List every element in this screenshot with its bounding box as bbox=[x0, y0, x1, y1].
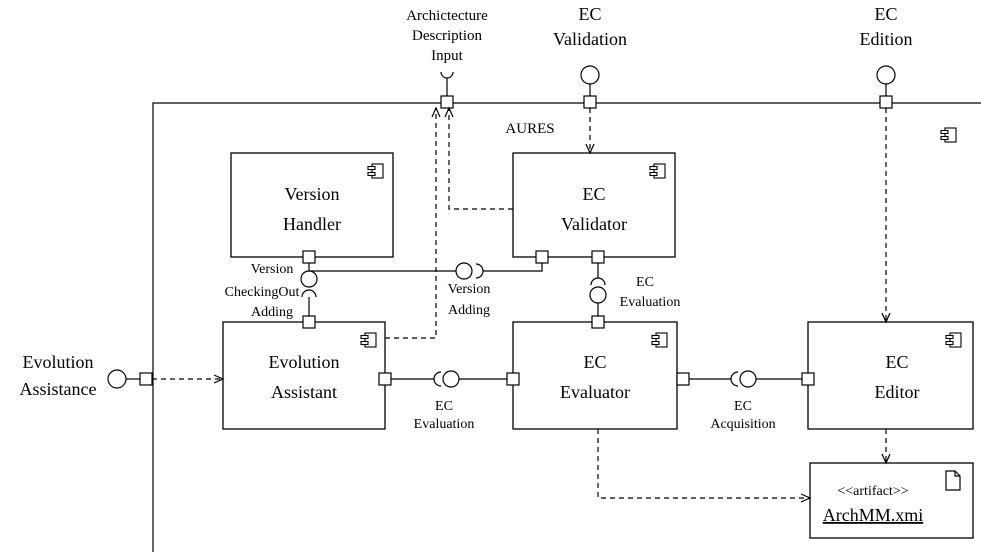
evolution-assistant-right-port[interactable] bbox=[378, 372, 392, 386]
version-adding-connector[interactable]: Version Adding bbox=[309, 262, 543, 318]
arch-input-port[interactable] bbox=[440, 95, 454, 109]
ec-validator-left-port[interactable] bbox=[535, 250, 549, 264]
evolution-assistant-name-line1: Evolution bbox=[269, 352, 340, 372]
evolution-assistance-label-line2: Assistance bbox=[20, 379, 97, 399]
evolution-assistant-name-line2: Assistant bbox=[271, 382, 337, 402]
ec-evaluation-top-label-line2: Evaluation bbox=[620, 295, 681, 310]
ec-editor-left-port[interactable] bbox=[801, 372, 815, 386]
version-handler-name-line1: Version bbox=[285, 184, 340, 204]
ec-validator-component[interactable]: EC Validator bbox=[512, 152, 676, 264]
ec-validation-ball bbox=[580, 65, 600, 85]
ec-validator-bottom-port[interactable] bbox=[591, 250, 605, 264]
version-checkingout-label-line1: Version bbox=[251, 262, 294, 277]
ec-evaluator-left-port[interactable] bbox=[506, 372, 520, 386]
ec-edition-label-line2: Edition bbox=[860, 29, 913, 49]
version-adding-label-line2: Adding bbox=[448, 303, 490, 318]
ec-editor-name-line2: Editor bbox=[875, 382, 920, 402]
artifact-name: ArchMM.xmi bbox=[823, 505, 924, 525]
ec-editor-name-line1: EC bbox=[885, 352, 908, 372]
arch-input-socket bbox=[440, 71, 454, 79]
ec-edition-label-line1: EC bbox=[874, 4, 897, 24]
system-name: AURES bbox=[505, 121, 554, 137]
artifact-stereotype: <<artifact>> bbox=[837, 484, 908, 499]
version-checkingout-label-line2: CheckingOut bbox=[225, 285, 300, 300]
evolution-assistant-top-port[interactable] bbox=[302, 315, 316, 329]
ec-evaluation-ball-top bbox=[589, 286, 607, 304]
ec-acquisition-socket bbox=[730, 371, 739, 387]
ec-evaluator-component[interactable]: EC Evaluator bbox=[506, 315, 690, 430]
ec-evaluation-bottom-label-line1: EC bbox=[435, 399, 453, 414]
version-checkingout-ball bbox=[300, 270, 318, 288]
delegation-evolution-assistance bbox=[152, 374, 225, 384]
ec-evaluation-socket-bottom bbox=[433, 371, 442, 387]
ec-evaluator-top-port[interactable] bbox=[591, 315, 605, 329]
evolution-assistant-box[interactable] bbox=[222, 321, 386, 430]
ec-evaluation-ball-bottom bbox=[442, 370, 460, 388]
version-checkingout-label-line3: Adding bbox=[251, 305, 293, 320]
ec-evaluator-name-line1: EC bbox=[583, 352, 606, 372]
ec-evaluation-top-label-line1: EC bbox=[636, 275, 654, 290]
ec-acquisition-label-line2: Acquisition bbox=[710, 417, 775, 432]
version-checkingout-socket bbox=[301, 289, 317, 298]
ec-acquisition-connector[interactable]: EC Acquisition bbox=[689, 370, 802, 432]
dependency-evaluator-to-artifact bbox=[597, 429, 812, 503]
arch-input-label-line1: Archictecture bbox=[406, 8, 488, 24]
version-adding-socket bbox=[475, 263, 484, 279]
ec-acquisition-ball bbox=[739, 370, 757, 388]
ec-evaluation-vertical-connector[interactable]: EC Evaluation bbox=[589, 263, 681, 316]
arch-input-label-line2: Description bbox=[412, 28, 482, 44]
delegation-assistant-to-arch-input bbox=[385, 106, 441, 339]
archmm-artifact[interactable]: <<artifact>> ArchMM.xmi bbox=[809, 462, 974, 539]
evolution-assistance-interface[interactable]: Evolution Assistance bbox=[20, 352, 153, 399]
ec-editor-component[interactable]: EC Editor bbox=[801, 321, 974, 430]
ec-edition-interface[interactable]: EC Edition bbox=[860, 4, 913, 109]
artifact-box[interactable] bbox=[809, 462, 974, 539]
ec-validator-name-line1: EC bbox=[582, 184, 605, 204]
version-adding-ball bbox=[455, 262, 473, 280]
ec-evaluation-socket-top bbox=[590, 277, 606, 286]
evolution-assistance-ball bbox=[107, 369, 127, 389]
arch-input-label-line3: Input bbox=[431, 48, 463, 64]
ec-evaluator-right-port[interactable] bbox=[676, 372, 690, 386]
ec-validator-box[interactable] bbox=[512, 152, 676, 258]
document-icon bbox=[945, 470, 961, 491]
ec-validation-label-line1: EC bbox=[578, 4, 601, 24]
ec-validation-interface[interactable]: EC Validation bbox=[553, 4, 627, 109]
ec-evaluator-name-line2: Evaluator bbox=[560, 382, 630, 402]
ec-validation-label-line2: Validation bbox=[553, 29, 627, 49]
ec-editor-box[interactable] bbox=[807, 321, 974, 430]
ec-acquisition-label-line1: EC bbox=[734, 399, 752, 414]
dependency-editor-to-artifact bbox=[881, 429, 891, 465]
delegation-ec-edition bbox=[881, 108, 891, 324]
arch-description-input-interface[interactable]: Archictecture Description Input bbox=[406, 8, 488, 109]
ec-validator-name-line2: Validator bbox=[561, 214, 627, 234]
version-handler-box[interactable] bbox=[230, 152, 394, 258]
delegation-ec-validation bbox=[585, 108, 595, 155]
version-adding-label-line1: Version bbox=[448, 282, 491, 297]
ec-edition-port[interactable] bbox=[879, 95, 893, 109]
version-handler-name-line2: Handler bbox=[283, 214, 341, 234]
version-checkingout-connector[interactable]: Version CheckingOut Adding bbox=[225, 262, 318, 320]
aures-component-icon bbox=[940, 127, 957, 143]
evolution-assistance-port[interactable] bbox=[139, 372, 153, 386]
ec-edition-ball bbox=[876, 65, 896, 85]
evolution-assistance-label-line1: Evolution bbox=[23, 352, 94, 372]
aures-system-boundary: AURES bbox=[152, 102, 981, 552]
version-handler-port[interactable] bbox=[302, 250, 316, 264]
delegation-validator-to-arch-input bbox=[444, 106, 513, 210]
ec-validation-port[interactable] bbox=[583, 95, 597, 109]
version-handler-component[interactable]: Version Handler bbox=[230, 152, 394, 264]
evolution-assistant-component[interactable]: Evolution Assistant bbox=[222, 315, 392, 430]
ec-evaluation-horizontal-connector[interactable]: EC Evaluation bbox=[391, 370, 507, 432]
ec-evaluation-bottom-label-line2: Evaluation bbox=[414, 417, 475, 432]
